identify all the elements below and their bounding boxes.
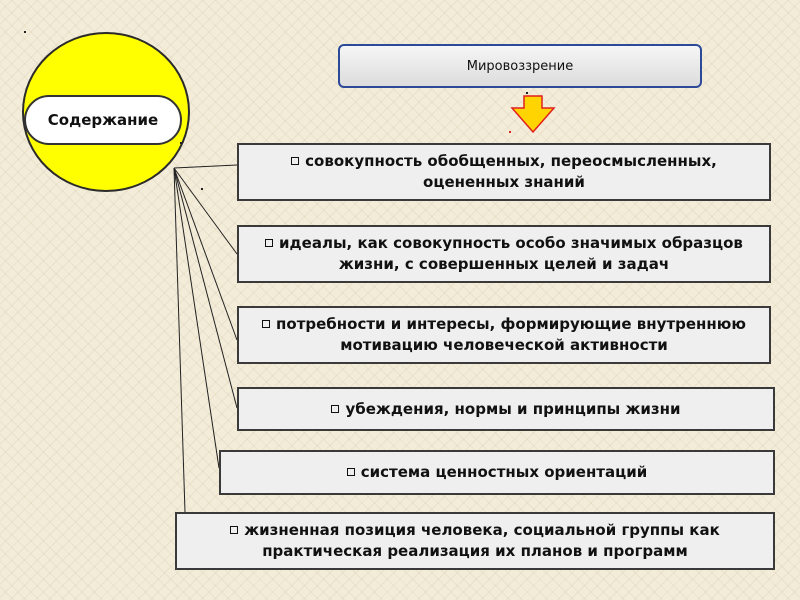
content-item-text: совокупность обобщенных, переосмысленных… [305, 152, 717, 191]
decor-dot [509, 131, 511, 133]
connector-line [173, 167, 220, 469]
content-item-text: убеждения, нормы и принципы жизни [345, 399, 681, 418]
bullet-icon [230, 526, 239, 534]
connector-line [173, 164, 238, 169]
content-item-text: система ценностных ориентаций [360, 463, 648, 481]
decor-dot [201, 188, 203, 190]
bullet-icon [346, 468, 355, 476]
bullet-icon [265, 239, 274, 247]
bullet-icon [331, 404, 340, 413]
connector-line [173, 167, 186, 513]
worldview-box: Мировоззрение [338, 44, 702, 88]
worldview-label: Мировоззрение [466, 58, 574, 74]
connector-line [173, 167, 238, 409]
bullet-icon [262, 320, 271, 328]
content-item-text: жизненная позиция человека, социальной г… [244, 521, 720, 560]
content-item-4: убеждения, нормы и принципы жизни [237, 387, 775, 431]
content-item-text: потребности и интересы, формирующие внут… [276, 315, 746, 354]
content-item-3: потребности и интересы, формирующие внут… [237, 306, 771, 364]
content-item-5: система ценностных ориентаций [219, 450, 775, 495]
center-label-text: Содержание [47, 110, 159, 129]
decor-dot [180, 142, 182, 144]
content-item-text: идеалы, как совокупность особо значимых … [279, 234, 743, 273]
connector-line [173, 167, 238, 255]
content-item-6: жизненная позиция человека, социальной г… [175, 512, 775, 570]
decor-dot [24, 31, 26, 33]
bullet-icon [291, 157, 300, 165]
content-item-2: идеалы, как совокупность особо значимых … [237, 225, 771, 283]
connector-line [173, 167, 238, 341]
content-item-1: совокупность обобщенных, переосмысленных… [237, 143, 771, 201]
down-arrow-icon [510, 95, 556, 134]
center-label: Содержание [24, 95, 182, 145]
decor-dot [526, 92, 528, 94]
